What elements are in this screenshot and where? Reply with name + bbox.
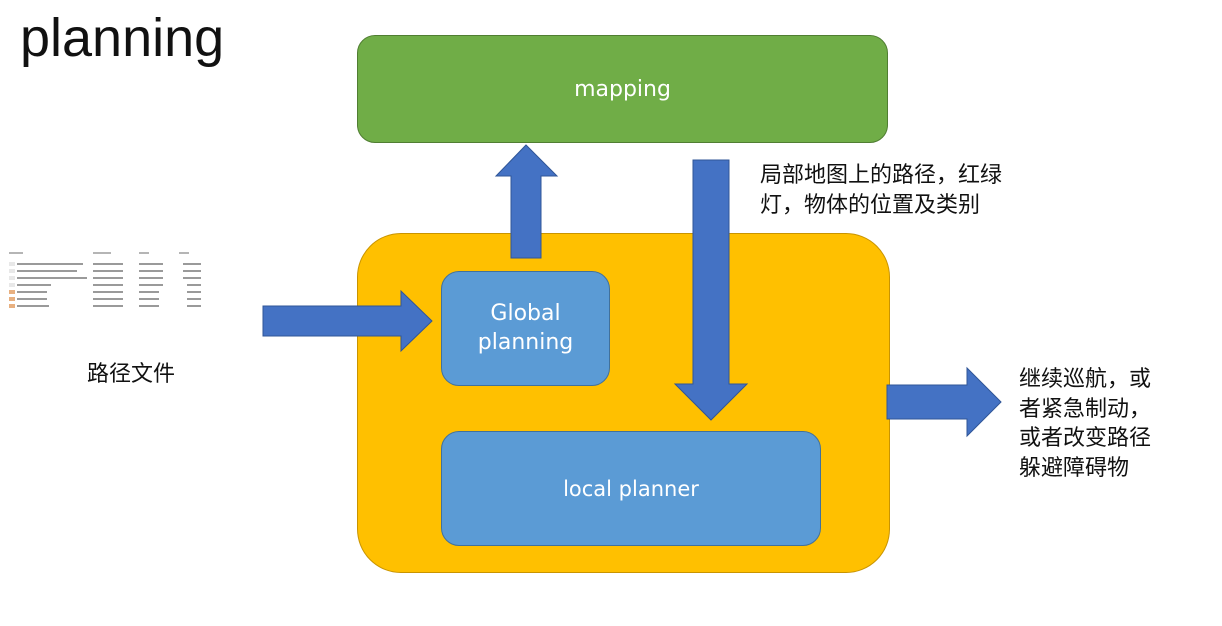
output-note-line2: 者紧急制动， — [1019, 396, 1152, 422]
file-list-thumbnail — [9, 252, 201, 308]
mapping-note-line2: 灯，物体的位置及类别 — [760, 192, 981, 218]
page-title: planning — [20, 8, 225, 68]
file-label: 路径文件 — [87, 362, 176, 387]
output-note-line3: 或者改变路径 — [1019, 426, 1152, 452]
global-planning-line2: planning — [477, 329, 574, 355]
output-note: 继续巡航，或 者紧急制动， 或者改变路径 躲避障碍物 — [1019, 365, 1151, 484]
mapping-note: 局部地图上的路径，红绿 灯，物体的位置及类别 — [760, 161, 1002, 220]
mapping-box: mapping — [357, 35, 888, 143]
arrow-file-to-global — [262, 289, 433, 353]
arrow-to-output — [886, 366, 1002, 438]
arrow-mapping-to-local — [673, 159, 749, 421]
global-planning-line1: Global — [490, 300, 561, 326]
arrow-global-to-mapping — [494, 144, 559, 259]
local-planner-box: local planner — [441, 431, 821, 546]
mapping-note-line1: 局部地图上的路径，红绿 — [760, 163, 1003, 188]
output-note-line4: 躲避障碍物 — [1019, 456, 1130, 482]
mapping-label: mapping — [574, 76, 671, 102]
local-planner-label: local planner — [563, 476, 699, 501]
global-planning-box: Global planning — [441, 271, 610, 386]
output-note-line1: 继续巡航，或 — [1019, 367, 1152, 392]
